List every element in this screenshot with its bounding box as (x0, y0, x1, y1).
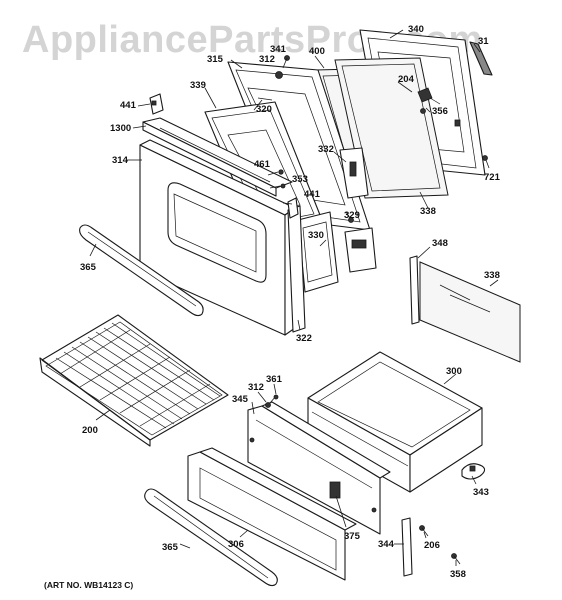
callout-322: 322 (296, 333, 312, 344)
callout-441-lower: 441 (304, 189, 321, 200)
art-number: (ART NO. WB14123 C) (44, 580, 133, 590)
door-handle-part[interactable] (79, 224, 204, 317)
callout-329: 329 (344, 210, 360, 221)
callout-365-door: 365 (80, 262, 97, 273)
callout-375: 375 (344, 531, 361, 542)
callout-400: 400 (309, 46, 325, 57)
callout-332: 332 (318, 144, 334, 155)
door-gasket-part[interactable] (469, 41, 493, 76)
callout-312-door: 312 (259, 54, 275, 65)
callout-314: 314 (112, 155, 129, 166)
callout-340: 340 (408, 24, 424, 35)
callout-358: 358 (450, 569, 466, 580)
callout-315: 315 (207, 54, 224, 65)
door-vent-trim-part[interactable] (142, 117, 293, 197)
callout-1300: 1300 (110, 123, 131, 134)
door-hinge-part[interactable] (339, 147, 377, 273)
door-screws-part[interactable] (267, 55, 490, 223)
callout-339: 339 (190, 80, 206, 91)
callout-330: 330 (308, 230, 324, 241)
callout-341: 341 (270, 44, 287, 55)
window-channel-part[interactable] (409, 255, 420, 325)
oven-rack-part[interactable] (39, 314, 229, 447)
callout-320: 320 (256, 104, 272, 115)
callout-356: 356 (432, 106, 448, 117)
callout-31: 31 (478, 36, 489, 47)
callout-345: 345 (232, 394, 249, 405)
drawer-screws-part[interactable] (265, 394, 461, 565)
drawer-glide-part[interactable] (461, 463, 486, 480)
callout-721: 721 (484, 172, 501, 183)
callout-365-drawer: 365 (162, 542, 179, 553)
callout-204: 204 (398, 74, 415, 85)
callout-353: 353 (292, 174, 308, 185)
callout-343: 343 (473, 487, 489, 498)
callout-361: 361 (266, 374, 283, 385)
door-bracket-upper-part[interactable] (149, 93, 164, 115)
window-glass-part[interactable] (419, 261, 521, 363)
callout-338-glass: 338 (484, 270, 500, 281)
callout-labels: 341 340 31 315 312 400 204 441 339 320 3… (80, 24, 501, 580)
door-side-channel-part[interactable] (287, 197, 299, 219)
callout-344: 344 (378, 539, 395, 550)
callout-200: 200 (82, 425, 98, 436)
drawer-handle-part[interactable] (144, 488, 278, 587)
callout-348: 348 (432, 238, 448, 249)
drawer-front-part[interactable] (187, 447, 357, 581)
leader-lines (89, 29, 499, 566)
drawer-side-rail-part[interactable] (401, 517, 413, 577)
callout-306: 306 (228, 539, 244, 550)
callout-338-door: 338 (420, 206, 436, 217)
callout-312-drawer: 312 (248, 382, 264, 393)
callout-300: 300 (446, 366, 462, 377)
callout-441-upper: 441 (120, 100, 137, 111)
callout-461: 461 (254, 159, 271, 170)
callout-206: 206 (424, 540, 440, 551)
